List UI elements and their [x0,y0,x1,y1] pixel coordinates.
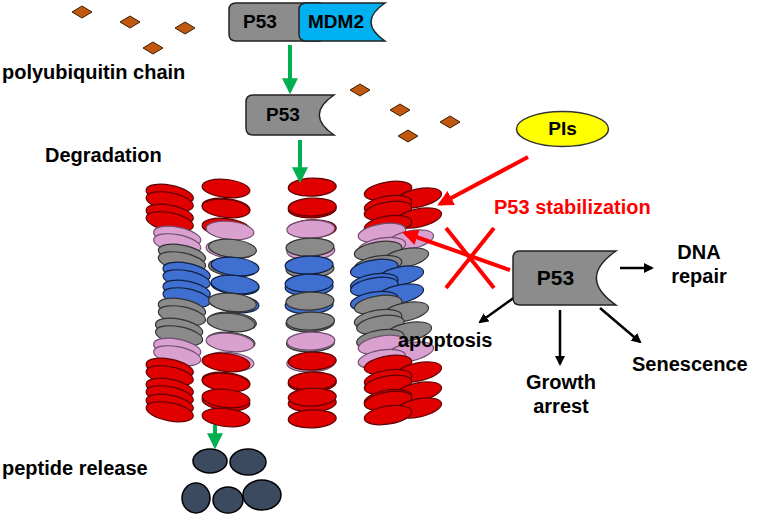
proteasome-subunit [287,219,336,239]
proteasome-subunit [285,273,334,293]
peptides [182,449,281,513]
peptide [213,487,243,513]
ubiquitin-diamond [398,130,418,142]
node-label: P53 [266,104,300,126]
flow-arrow [288,45,292,91]
node-label: PIs [548,118,577,140]
outcome-label: DNA repair [658,240,740,288]
proteasome-subunit [144,398,195,425]
ubiquitin-diamond [175,22,195,34]
outcome-arrow [620,267,652,270]
proteasome-subunit [208,291,258,314]
release-arrow [213,425,217,446]
p53-protein: P53 [245,94,335,136]
proteasome-subunit [201,197,251,220]
proteasome-subunit [206,311,256,334]
inhibitor-ellipse: PIs [515,110,610,148]
proteasome-subunit [208,237,258,260]
degradation-arrow [298,140,302,180]
proteasome-subunit [201,351,251,374]
block-cross [446,228,494,288]
peptide [193,449,227,473]
peptide [182,483,210,513]
proteasome-subunit [288,351,337,371]
ubiquitin-diamond [350,84,370,96]
ubiquitin-diamond [120,16,140,28]
process-label: peptide release [2,456,148,480]
ubiquitin-diamond [390,104,410,116]
proteasome-subunit [205,331,255,354]
outcome-label: apoptosis [398,328,492,352]
ubiquitin-diamond [440,116,460,128]
proteasome-subunit [205,219,255,242]
proteasome-subunit [288,409,337,429]
node-label: P53 [243,11,277,33]
outcome-arrow [600,308,640,342]
proteasome-subunit [288,197,337,217]
process-label: Degradation [45,143,162,167]
effect-label: P53 stabilization [494,195,651,219]
proteasome-subunit [206,330,256,353]
node-label: P53 [537,266,574,290]
proteasome-subunit [286,291,335,311]
block-cross [446,228,494,288]
proteasome-subunit [201,196,251,219]
proteasome-subunit [201,406,251,429]
proteasome-subunit [288,177,337,197]
proteasome-subunit [287,331,336,351]
ubiquitin-diamond [72,6,92,18]
proteasome-subunit [201,177,251,200]
p53-protein: P53 [512,250,617,306]
proteasome-subunit [210,273,260,296]
proteasome-subunit [201,387,251,410]
peptide [230,449,266,475]
outcome-label: Senescence [632,352,748,376]
peptide [243,480,281,510]
blocked-arrow [405,233,510,270]
proteasome-subunit [285,255,334,275]
node-shape [517,112,609,147]
proteasome-subunit [210,255,260,278]
proteasome-subunit [286,237,335,257]
proteasome-subunit [286,311,335,331]
outcome-arrow [559,310,562,364]
proteasome [144,177,443,429]
node-shape [299,3,385,41]
ubiquitin-diamond [143,42,163,54]
ubiquitin-label: polyubiquitin chain [2,60,185,84]
proteasome-subunit [288,387,337,407]
proteasome-subunit [363,402,413,427]
node-shape [246,95,334,135]
node-label: MDM2 [308,11,364,33]
node-shape [513,251,616,305]
outcome-label: Growth arrest [518,370,604,418]
mdm2-protein: MDM2 [298,2,386,42]
